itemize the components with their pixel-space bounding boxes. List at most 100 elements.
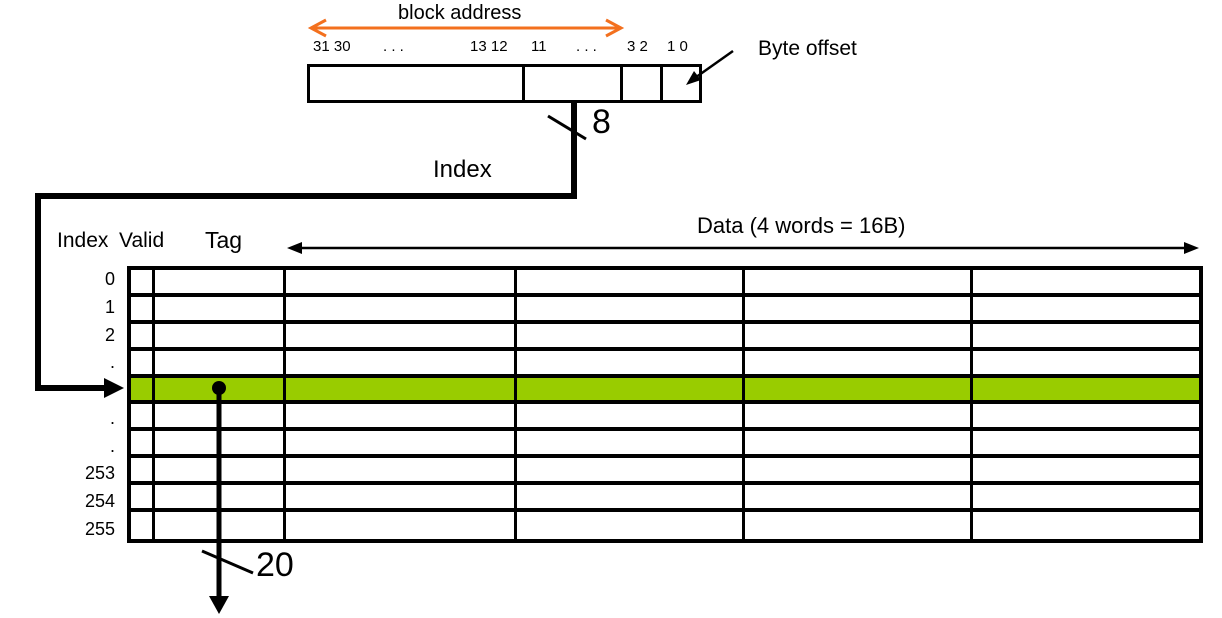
data-word-cell: [973, 431, 1199, 459]
valid-cell: [131, 404, 155, 432]
valid-cell: [131, 377, 155, 405]
data-word-cell: [973, 458, 1199, 486]
data-word-cell: [286, 350, 517, 378]
data-word-cell: [745, 485, 973, 513]
data-word-cell: [286, 458, 517, 486]
arrowhead-right-icon: [605, 18, 625, 38]
data-word-cell: [286, 270, 517, 297]
valid-cell: [131, 431, 155, 459]
tag-column-header: Tag: [205, 227, 243, 253]
data-word-cell: [517, 485, 745, 513]
block-address-label: block address: [398, 2, 522, 24]
cache-row-2: [131, 323, 1199, 351]
cache-row-6: [131, 431, 1199, 459]
cache-row-255: [131, 512, 1199, 539]
data-word-cell: [973, 351, 1199, 378]
arrowhead-down-icon: [209, 596, 229, 614]
cache-row-3: [131, 350, 1199, 378]
data-word-cell: [517, 350, 745, 378]
data-word-cell: [973, 512, 1199, 539]
data-word-cell: [517, 377, 745, 405]
cache-row-1: [131, 296, 1199, 324]
data-word-cell: [286, 512, 517, 539]
index-bus-tick: [547, 114, 587, 141]
bit-label-13-12: 13 12: [470, 38, 508, 55]
tag-cell: [155, 404, 286, 432]
valid-cell: [131, 485, 155, 513]
tag-cell: [155, 485, 286, 513]
data-word-cell: [745, 270, 973, 297]
data-word-cell: [517, 404, 745, 432]
bit-label-ellipsis-low: . . .: [576, 38, 597, 55]
data-column-header: Data (4 words = 16B): [697, 213, 906, 238]
address-field-tag: [310, 67, 525, 100]
cache-row-254: [131, 485, 1199, 513]
data-word-cell: [286, 296, 517, 324]
data-word-cell: [286, 485, 517, 513]
cache-row-5: [131, 404, 1199, 432]
data-word-cell: [973, 270, 1199, 297]
data-word-cell: [517, 512, 745, 539]
valid-cell: [131, 270, 155, 297]
row-label: 253: [84, 463, 115, 484]
tag-cell: [155, 512, 286, 539]
tag-cell: [155, 350, 286, 378]
row-label: 0: [104, 269, 115, 290]
tag-cell: [155, 431, 286, 459]
data-word-cell: [745, 350, 973, 378]
tag-cell: [155, 270, 286, 297]
data-word-cell: [286, 431, 517, 459]
data-word-cell: [745, 296, 973, 324]
data-word-cell: [745, 377, 973, 405]
address-box: [307, 64, 702, 103]
data-word-cell: [286, 404, 517, 432]
tag-bus-tick: [201, 549, 254, 575]
row-label-column: 0 1 2 . . . 253 254 255: [35, 266, 115, 543]
data-word-cell: [517, 323, 745, 351]
data-word-cell: [973, 324, 1199, 351]
tag-bus-width-label: 20: [256, 546, 294, 584]
row-label: 255: [84, 518, 115, 539]
row-label: 1: [104, 297, 115, 318]
address-field-index: [525, 67, 623, 100]
data-word-cell: [517, 431, 745, 459]
row-label: 254: [84, 490, 115, 511]
bit-label-ellipsis-high: . . .: [383, 38, 404, 55]
tag-cell: [155, 377, 286, 405]
cache-table: [127, 266, 1203, 543]
valid-cell: [131, 458, 155, 486]
cache-row-selected: [131, 377, 1199, 405]
data-word-cell: [973, 404, 1199, 432]
valid-cell: [131, 350, 155, 378]
bit-label-31-30: 31 30: [313, 38, 351, 55]
index-column-header: Index: [57, 229, 109, 252]
cache-row-253: [131, 458, 1199, 486]
data-word-cell: [286, 323, 517, 351]
row-label: .: [109, 352, 115, 373]
bit-label-3-2: 3 2: [627, 38, 648, 55]
cache-row-0: [131, 270, 1199, 297]
data-span-arrow: [287, 242, 1199, 254]
data-word-cell: [973, 485, 1199, 513]
row-label: [35, 377, 115, 405]
data-word-cell: [286, 377, 517, 405]
arrowhead-left-icon: [287, 242, 302, 254]
address-field-word-offset: [623, 67, 663, 100]
data-word-cell: [745, 458, 973, 486]
index-bus-width-label: 8: [592, 103, 611, 141]
bit-label-1-0: 1 0: [667, 38, 688, 55]
data-word-cell: [745, 512, 973, 539]
byte-offset-label: Byte offset: [758, 37, 857, 60]
data-word-cell: [517, 296, 745, 324]
arrowhead-right-icon: [1184, 242, 1199, 254]
tag-cell: [155, 296, 286, 324]
valid-cell: [131, 323, 155, 351]
arrowhead-left-icon: [307, 18, 327, 38]
address-field-byte-offset: [663, 67, 699, 100]
bit-label-11: 11: [531, 38, 547, 55]
valid-cell: [131, 512, 155, 539]
valid-cell: [131, 296, 155, 324]
data-word-cell: [973, 377, 1199, 405]
data-word-cell: [745, 323, 973, 351]
